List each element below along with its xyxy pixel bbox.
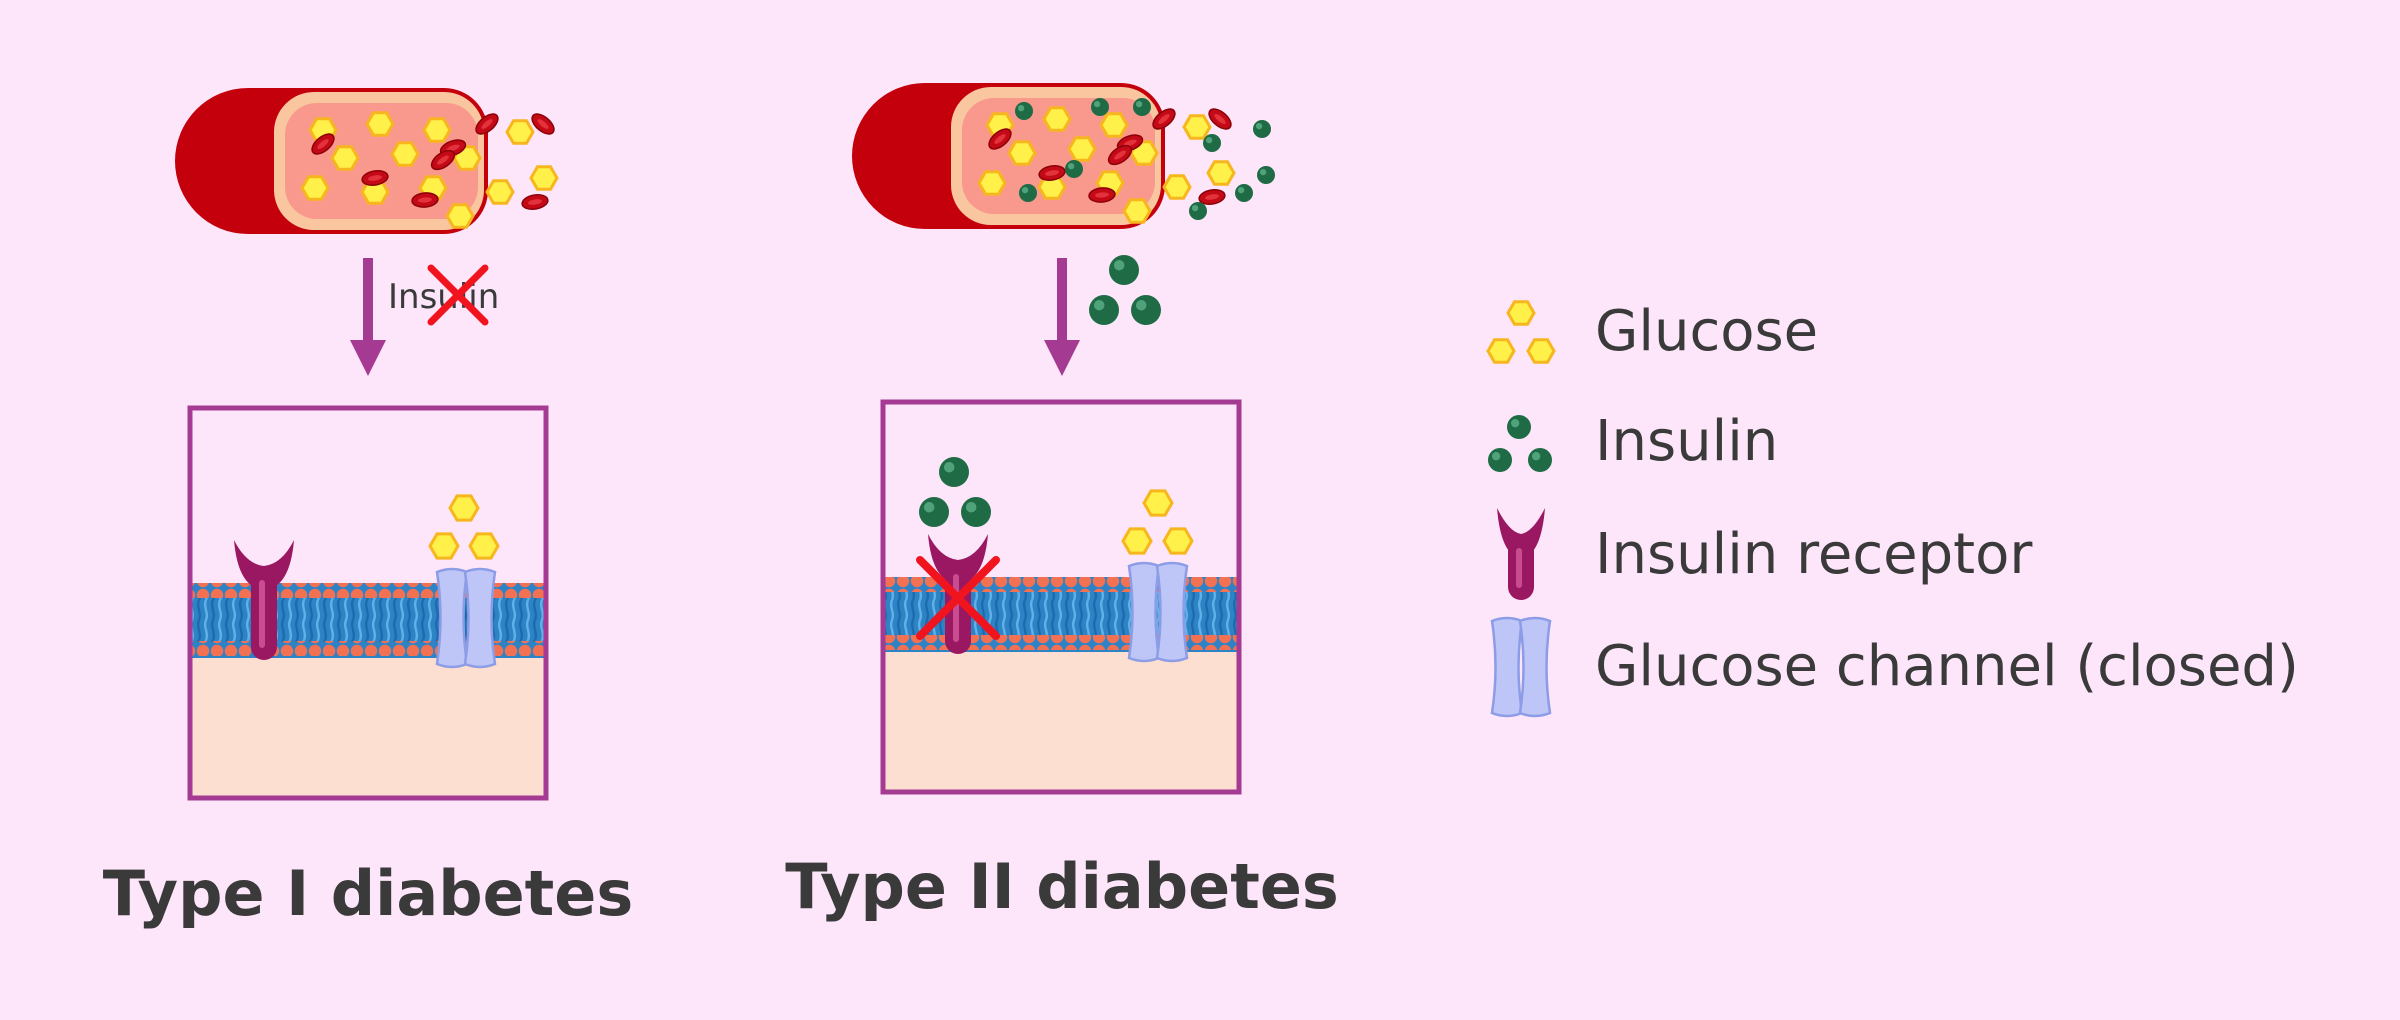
legend-label-insulin: Insulin xyxy=(1595,409,1778,474)
legend xyxy=(1486,300,1556,718)
insulin-receptor xyxy=(1497,508,1545,600)
red-blood-cell xyxy=(430,149,456,171)
glucose-molecule xyxy=(1162,174,1192,200)
glucose-molecule xyxy=(365,111,395,137)
insulin-molecule xyxy=(1488,448,1512,472)
red-blood-cell xyxy=(1152,108,1176,130)
insulin-molecule xyxy=(939,457,969,487)
panel-title-type1: Type I diabetes xyxy=(103,857,634,930)
glucose-molecule xyxy=(1506,300,1536,326)
insulin-receptor xyxy=(234,540,294,660)
cell-box xyxy=(187,405,549,801)
receptor-blocked-icon xyxy=(916,556,1000,640)
legend-label-glucose-channel: Glucose channel (closed) xyxy=(1595,634,2299,699)
overlay xyxy=(427,264,1000,640)
red-blood-cell xyxy=(311,133,335,155)
glucose-molecule xyxy=(1526,338,1556,364)
blood-vessel xyxy=(852,83,1275,229)
glucose-molecule xyxy=(485,179,515,205)
red-blood-cell xyxy=(1107,144,1133,166)
red-blood-cell xyxy=(521,193,549,211)
insulin-molecule xyxy=(961,497,991,527)
insulin-molecule xyxy=(1019,184,1037,202)
insulin-molecule xyxy=(1189,202,1207,220)
insulin-molecule xyxy=(1253,120,1271,138)
glucose-molecule xyxy=(468,532,500,560)
red-blood-cell xyxy=(1208,108,1232,130)
cell-frame xyxy=(880,399,1242,795)
red-blood-cell xyxy=(1088,187,1116,203)
glucose-molecule xyxy=(1007,140,1037,166)
red-blood-cell xyxy=(988,128,1012,150)
legend-label-glucose: Glucose xyxy=(1595,299,1818,364)
panel-type1 xyxy=(175,88,559,801)
glucose-molecule xyxy=(1206,160,1236,186)
glucose-channel xyxy=(435,567,497,669)
glucose-molecule xyxy=(422,117,452,143)
panel-type2 xyxy=(852,83,1275,795)
down-arrow xyxy=(1044,258,1080,376)
legend-label-insulin-receptor: Insulin receptor xyxy=(1595,522,2033,587)
cell-frame xyxy=(187,405,549,801)
insulin-molecule xyxy=(1133,98,1151,116)
glucose-molecule xyxy=(1162,527,1194,555)
glucose-molecule xyxy=(1486,338,1516,364)
insulin-molecule xyxy=(1109,255,1139,285)
red-blood-cell xyxy=(531,113,555,135)
glucose-molecule xyxy=(428,532,460,560)
red-blood-cell xyxy=(361,169,389,187)
insulin-crossed-icon xyxy=(427,264,489,326)
glucose-molecule xyxy=(448,494,480,522)
insulin-molecule xyxy=(1507,415,1531,439)
insulin-molecule xyxy=(1089,295,1119,325)
red-blood-cell xyxy=(475,113,499,135)
glucose-molecule xyxy=(1099,112,1129,138)
red-blood-cell xyxy=(1198,188,1226,206)
insulin-molecule xyxy=(1091,98,1109,116)
red-blood-cell xyxy=(411,192,439,208)
down-arrow xyxy=(350,258,386,376)
glucose-molecule xyxy=(1067,136,1097,162)
glucose-channel xyxy=(1127,561,1189,663)
insulin-molecule xyxy=(1131,295,1161,325)
insulin-molecule xyxy=(919,497,949,527)
glucose-channel xyxy=(1490,616,1552,718)
insulin-molecule xyxy=(1015,102,1033,120)
insulin-molecule xyxy=(1257,166,1275,184)
insulin-molecule xyxy=(1065,160,1083,178)
glucose-molecule xyxy=(1122,198,1152,224)
insulin-molecule xyxy=(1235,184,1253,202)
red-blood-cell xyxy=(1038,164,1066,182)
glucose-molecule xyxy=(300,175,330,201)
glucose-molecule xyxy=(977,170,1007,196)
glucose-molecule xyxy=(445,203,475,229)
glucose-molecule xyxy=(390,141,420,167)
glucose-molecule xyxy=(1121,527,1153,555)
blood-vessel xyxy=(175,88,559,234)
insulin-molecule xyxy=(1203,134,1221,152)
panel-title-type2: Type II diabetes xyxy=(785,850,1339,923)
cell-box xyxy=(880,399,1242,795)
glucose-molecule xyxy=(330,145,360,171)
glucose-molecule xyxy=(505,119,535,145)
glucose-molecule xyxy=(1142,489,1174,517)
glucose-molecule xyxy=(1182,114,1212,140)
insulin-molecule xyxy=(1528,448,1552,472)
glucose-molecule xyxy=(1042,106,1072,132)
glucose-molecule xyxy=(529,165,559,191)
